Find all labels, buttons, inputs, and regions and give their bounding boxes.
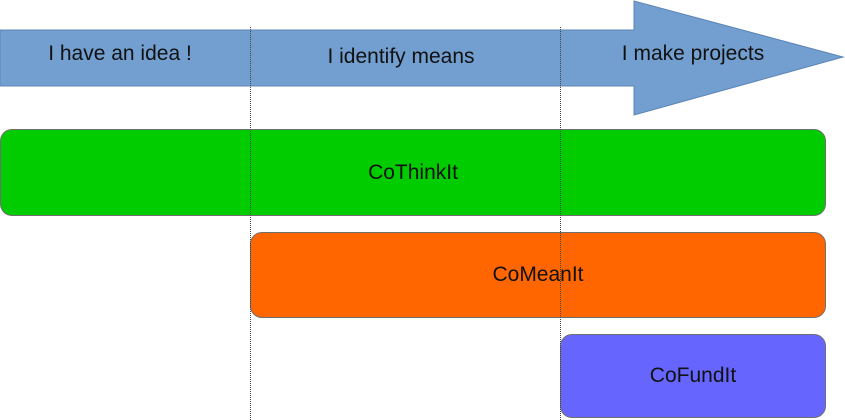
cofundit-label: CoFundIt — [649, 364, 737, 387]
timeline-arrow — [0, 0, 845, 116]
cothinkit-bar: CoThinkIt — [0, 129, 826, 216]
cofundit-bar: CoFundIt — [560, 334, 826, 418]
comeanit-bar: CoMeanIt — [250, 232, 826, 318]
stage-label-projects: I make projects — [621, 42, 765, 65]
comeanit-label: CoMeanIt — [492, 263, 584, 286]
stage-divider-1 — [250, 27, 251, 420]
cothinkit-label: CoThinkIt — [368, 160, 458, 184]
stage-label-means: I identify means — [327, 45, 475, 68]
stage-divider-2 — [560, 27, 561, 420]
stage-label-idea: I have an idea ! — [48, 42, 192, 65]
